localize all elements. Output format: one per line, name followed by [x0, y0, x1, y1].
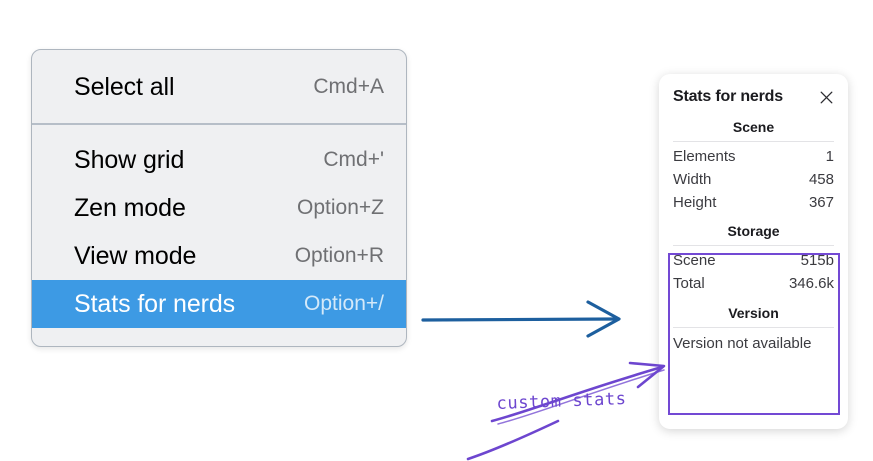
- section-divider: [673, 141, 834, 142]
- menu-item-label: View mode: [74, 241, 197, 270]
- stat-value: 515b: [800, 252, 834, 269]
- menu-item-shortcut: Option+R: [294, 244, 384, 267]
- section-divider: [673, 327, 834, 328]
- menu-item-label: Stats for nerds: [74, 289, 236, 318]
- right-arrow-icon: [421, 300, 621, 338]
- stat-row-width: Width 458: [673, 168, 834, 191]
- menu-item-stats-for-nerds[interactable]: Stats for nerds Option+/: [32, 280, 406, 328]
- menu-item-shortcut: Cmd+': [323, 148, 384, 171]
- stat-key: Width: [673, 171, 712, 188]
- stat-value: 367: [808, 194, 834, 211]
- stat-key: Height: [673, 194, 717, 211]
- menu-item-view-mode[interactable]: View mode Option+R: [32, 232, 406, 280]
- version-value: Version not available: [673, 335, 812, 352]
- menu-item-shortcut: Cmd+A: [313, 75, 384, 98]
- stat-row-storage-total: Total 346.6k: [673, 272, 834, 295]
- stat-key: Total: [673, 275, 705, 292]
- menu-item-show-grid[interactable]: Show grid Cmd+': [32, 136, 406, 184]
- stat-row-height: Height 367: [673, 191, 834, 214]
- stat-key: Scene: [673, 252, 716, 269]
- menu-item-label: Show grid: [74, 145, 185, 174]
- menu-item-select-all[interactable]: Select all Cmd+A: [32, 63, 406, 111]
- section-title-storage: Storage: [727, 223, 780, 239]
- panel-header: Stats for nerds: [659, 74, 848, 114]
- stat-row-elements: Elements 1: [673, 145, 834, 168]
- stat-row-storage-scene: Scene 515b: [673, 249, 834, 272]
- panel-title: Stats for nerds: [673, 88, 783, 105]
- stat-key: Elements: [673, 148, 736, 165]
- section-divider: [673, 245, 834, 246]
- menu-item-label: Select all: [74, 72, 175, 101]
- section-title-scene: Scene: [732, 119, 775, 135]
- menu-group-primary: Select all Cmd+A: [32, 50, 406, 123]
- custom-stats-annotation-label: custom stats: [496, 389, 627, 414]
- menu-item-shortcut: Option+Z: [297, 196, 384, 219]
- context-menu[interactable]: Select all Cmd+A Show grid Cmd+' Zen mod…: [31, 49, 407, 347]
- menu-separator: [32, 123, 406, 125]
- stat-value: 1: [825, 148, 834, 165]
- stat-value: 458: [808, 171, 834, 188]
- menu-item-shortcut: Option+/: [304, 292, 384, 315]
- menu-group-view: Show grid Cmd+' Zen mode Option+Z View m…: [32, 125, 406, 342]
- menu-item-label: Zen mode: [74, 193, 186, 222]
- panel-body: Scene Elements 1 Width 458 Height 367 St…: [659, 114, 848, 356]
- close-icon[interactable]: [818, 89, 835, 106]
- menu-item-zen-mode[interactable]: Zen mode Option+Z: [32, 184, 406, 232]
- stats-for-nerds-panel[interactable]: Stats for nerds Scene Elements 1 Width 4…: [659, 74, 848, 429]
- stat-value: 346.6k: [788, 275, 834, 292]
- section-title-version: Version: [728, 305, 779, 321]
